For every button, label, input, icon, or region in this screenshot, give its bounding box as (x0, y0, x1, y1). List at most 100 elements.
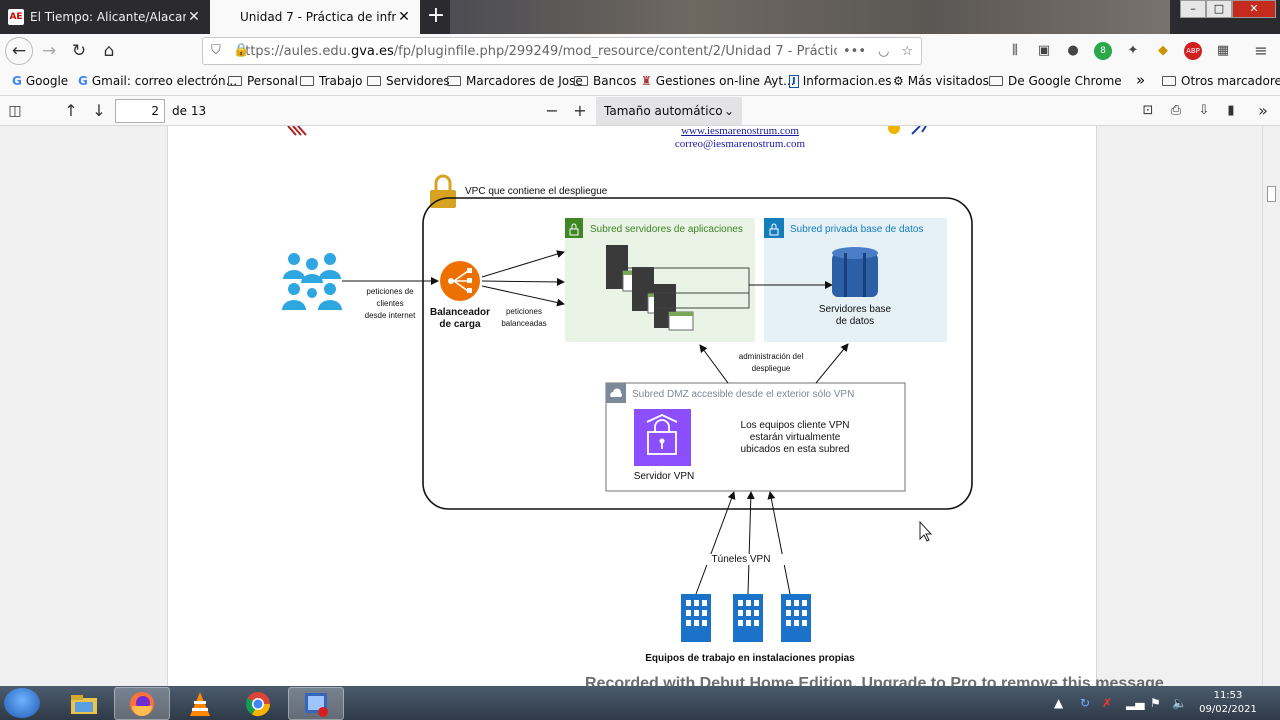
zoom-out-icon[interactable]: − (545, 101, 559, 120)
bookmark-folder-google-chrome[interactable]: De Google Chrome (989, 74, 1122, 88)
firefox-taskbar-button[interactable] (114, 687, 170, 720)
tools-chevron-icon[interactable]: » (1258, 101, 1268, 120)
bookmark-label: Otros marcadores (1181, 74, 1280, 88)
lock-icon[interactable]: 🔒 (233, 43, 250, 58)
tray-flag-icon[interactable]: ⚑ (1150, 696, 1161, 710)
new-tab-button[interactable]: + (426, 3, 446, 28)
url-text[interactable]: https://aules.edu.gva.es/fp/pluginfile.p… (237, 44, 837, 59)
bookmark-gestiones[interactable]: ♜Gestiones on-line Ayt... (641, 74, 795, 88)
bookmark-folder-personal[interactable]: Personal (228, 74, 298, 88)
tray-network-warning-icon[interactable]: ✗ (1102, 696, 1113, 710)
close-window-button[interactable]: ✕ (1232, 0, 1276, 18)
navigation-bar: ← → ↻ ⌂ ⛉ 🔒 https://aules.edu.gva.es/fp/… (0, 34, 1280, 68)
close-tab-icon[interactable]: ✕ (188, 9, 200, 25)
folder-icon (228, 76, 242, 86)
bookmark-label: Personal (247, 74, 299, 88)
close-tab-icon[interactable]: ✕ (398, 9, 410, 25)
extension-key-icon[interactable]: ◆ (1158, 43, 1168, 58)
explorer-taskbar-button[interactable] (56, 687, 112, 720)
extension-puzzle-icon[interactable]: ✦ (1127, 43, 1139, 58)
bookmark-folder-servidores[interactable]: Servidores (367, 74, 450, 88)
save-icon[interactable]: ⇩ (1198, 103, 1210, 118)
page-number-input[interactable]: 2 (115, 99, 165, 123)
pocket-icon[interactable]: ◡ (878, 43, 890, 59)
zoom-value: Tamaño automático (604, 104, 723, 118)
bookmark-star-icon[interactable]: ☆ (901, 43, 913, 59)
forward-arrow-icon[interactable]: → (41, 41, 57, 61)
google-icon: G (12, 74, 22, 88)
bookmark-mas-visitados[interactable]: ⚙Más visitados (893, 74, 989, 88)
bookmark-folder-marcadores-jose[interactable]: Marcadores de Jose (447, 74, 583, 88)
balanced-arrow-middle (481, 277, 565, 286)
vlc-taskbar-button[interactable] (172, 687, 228, 720)
header-website[interactable]: www.iesmarenostrum.com (681, 125, 799, 137)
vertical-scrollbar[interactable] (1262, 126, 1280, 686)
page-actions-icon[interactable]: ••• (842, 43, 866, 59)
bookmark-folder-otros[interactable]: Otros marcadores (1162, 74, 1280, 88)
next-page-arrow-icon[interactable]: ↓ (92, 101, 106, 120)
pdf-viewer[interactable]: www.iesmarenostrum.com correo@iesmarenos… (0, 125, 1280, 686)
more-bookmarks-chevron-icon[interactable]: » (1136, 71, 1146, 89)
library-icon[interactable]: ⫼ (1012, 43, 1018, 58)
account-icon[interactable]: ● (1067, 43, 1079, 58)
bookmark-label: Bancos (593, 74, 637, 88)
url-path: /fp/pluginfile.php/299249/mod_resource/c… (393, 43, 837, 59)
el-tiempo-favicon-icon: AE (8, 9, 24, 25)
adblock-icon[interactable]: ABP (1184, 42, 1202, 60)
extension-photo-icon[interactable]: ▦ (1216, 43, 1230, 58)
db-servers-label: Servidores base de datos (805, 304, 905, 328)
maximize-window-button[interactable]: □ (1206, 0, 1232, 18)
back-arrow-icon[interactable]: ← (5, 37, 33, 65)
print-icon[interactable]: ⎙ (1170, 103, 1182, 118)
minimize-window-button[interactable]: – (1180, 0, 1206, 18)
zoom-in-icon[interactable]: + (573, 101, 587, 120)
presentation-mode-icon[interactable]: ⊡ (1142, 103, 1154, 118)
sidebar-icon[interactable]: ▣ (1037, 43, 1051, 58)
bookmark-folder-trabajo[interactable]: Trabajo (300, 74, 363, 88)
bookmark-label: De Google Chrome (1008, 74, 1122, 88)
home-icon[interactable]: ⌂ (103, 41, 115, 61)
vpn-tunnels-label: Túneles VPN (696, 554, 786, 565)
bookmark-label: Marcadores de Jose (466, 74, 583, 88)
system-clock[interactable]: 11:53 09/02/2021 (1196, 689, 1260, 717)
reload-icon[interactable]: ↻ (71, 41, 87, 61)
tray-chevron-icon[interactable]: ▲ (1054, 696, 1064, 710)
debut-recorder-taskbar-button[interactable] (288, 687, 344, 720)
app-subnet-label: Subred servidores de aplicaciones (590, 224, 743, 235)
app-db-connector-lines (628, 267, 750, 309)
zoom-select[interactable]: Tamaño automático⌄ (596, 97, 742, 125)
url-bar[interactable]: ⛉ 🔒 https://aules.edu.gva.es/fp/pluginfi… (202, 37, 922, 65)
chrome-taskbar-button[interactable] (230, 687, 286, 720)
tray-sync-icon[interactable]: ↻ (1080, 696, 1091, 710)
tab-el-tiempo[interactable]: AE El Tiempo: Alicante/Alacant (Al ✕ (0, 0, 210, 34)
balanced-requests-label: peticiones balanceadas (494, 306, 554, 330)
bookmark-page-icon[interactable]: ▮ (1227, 103, 1235, 118)
tray-volume-icon[interactable]: 🔈 (1172, 696, 1187, 710)
windows-taskbar: ▲ ↻ ✗ ▂▄ ⚑ 🔈 11:53 09/02/2021 (0, 686, 1280, 720)
windows-start-icon[interactable] (4, 688, 40, 718)
clock-time: 11:53 (1213, 690, 1243, 701)
scrollbar-thumb[interactable] (1267, 186, 1276, 202)
vpn-server-label: Servidor VPN (633, 471, 695, 482)
menu-icon[interactable]: ≡ (1254, 41, 1268, 60)
pdf-favicon-icon (218, 9, 234, 25)
folder-icon (1162, 76, 1176, 86)
previous-page-arrow-icon[interactable]: ↑ (64, 101, 78, 120)
client-requests-label: peticiones de clientes desde internet (354, 286, 426, 322)
folder-icon (574, 76, 588, 86)
shield-icon[interactable]: ⛉ (211, 43, 221, 58)
bookmark-folder-bancos[interactable]: Bancos (574, 74, 636, 88)
header-email[interactable]: correo@iesmarenostrum.com (674, 138, 806, 150)
toggle-sidebar-icon[interactable]: ◫ (8, 103, 22, 119)
workstations-label: Equipos de trabajo en instalaciones prop… (645, 653, 855, 664)
extension-green-icon[interactable]: 8 (1094, 42, 1112, 60)
chrome-icon (245, 691, 270, 716)
vpn-server-icon (634, 409, 691, 466)
pdf-page: www.iesmarenostrum.com correo@iesmarenos… (167, 125, 1097, 686)
tab-unidad-7[interactable]: Unidad 7 - Práctica de infraestructu ✕ (210, 0, 420, 34)
tray-signal-icon[interactable]: ▂▄ (1126, 696, 1145, 710)
admin-arrow-app (699, 344, 729, 384)
